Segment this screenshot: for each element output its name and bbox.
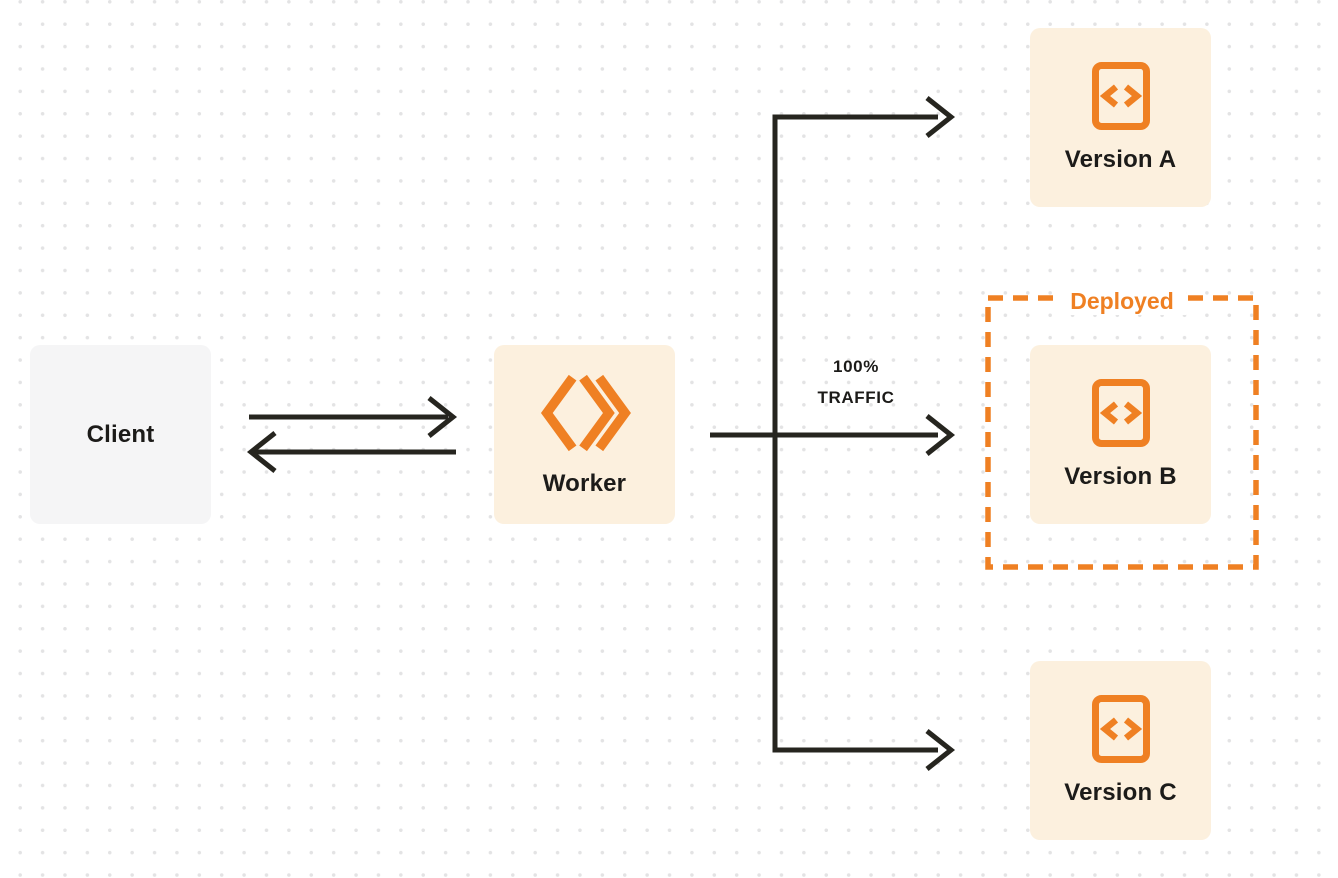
code-file-icon xyxy=(1091,61,1150,130)
client-label: Client xyxy=(86,420,155,448)
worker-label: Worker xyxy=(542,469,627,497)
worker-branch-trunk xyxy=(772,96,956,771)
code-file-icon xyxy=(1091,694,1150,763)
worker-to-client-arrow xyxy=(246,431,456,473)
version-a-label: Version A xyxy=(1064,145,1177,173)
node-version-c: Version C xyxy=(1030,661,1211,840)
arrowhead-left-icon xyxy=(246,431,277,473)
node-version-b: Version B xyxy=(1030,345,1211,524)
deployed-label: Deployed xyxy=(1058,287,1186,315)
arrowhead-version-b-icon xyxy=(925,414,956,456)
client-to-worker-arrow xyxy=(249,396,458,438)
arrowhead-version-c-icon xyxy=(925,729,956,771)
code-file-icon xyxy=(1091,378,1150,447)
arrowhead-right-icon xyxy=(427,396,458,438)
traffic-label-line1: 100% xyxy=(833,357,879,376)
traffic-label-line2: TRAFFIC xyxy=(817,388,895,407)
workers-chevron-icon xyxy=(540,374,631,451)
worker-to-version-b-arrow xyxy=(710,414,956,456)
node-version-a: Version A xyxy=(1030,28,1211,207)
node-client: Client xyxy=(30,345,211,524)
version-b-label: Version B xyxy=(1064,462,1177,490)
version-c-label: Version C xyxy=(1064,778,1177,806)
arrowhead-version-a-icon xyxy=(925,96,956,138)
node-worker: Worker xyxy=(494,345,675,524)
traffic-label: 100% TRAFFIC xyxy=(818,351,895,413)
